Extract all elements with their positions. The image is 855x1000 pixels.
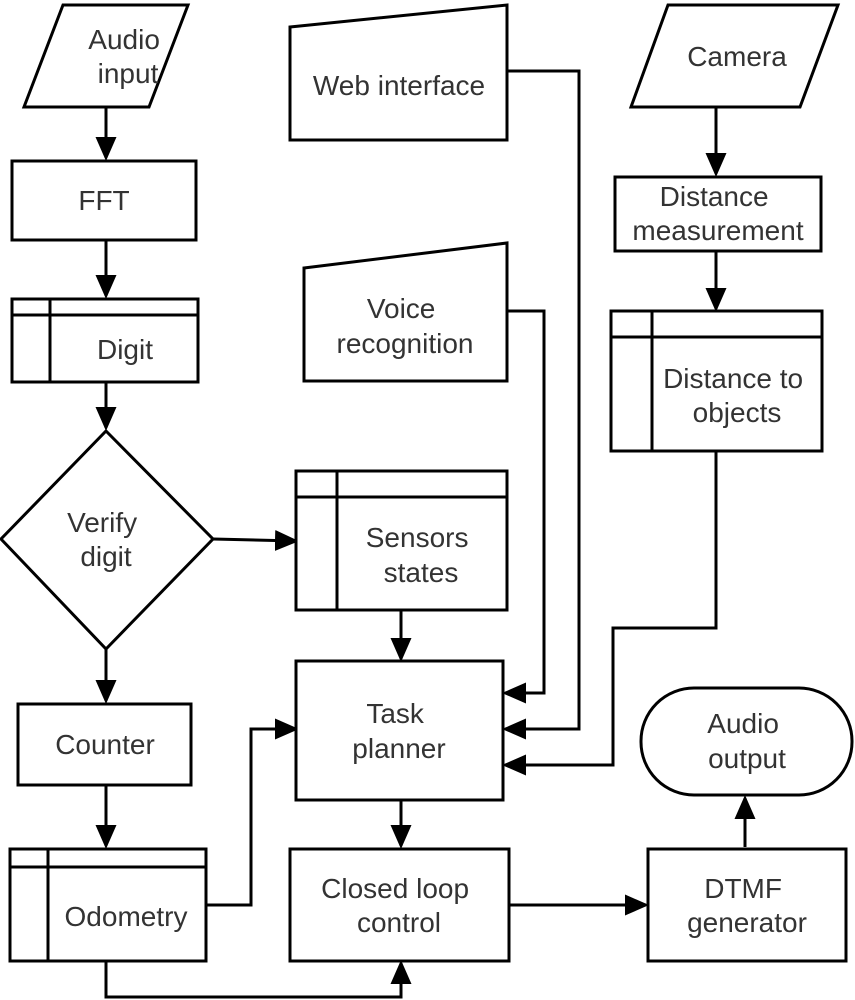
edge-web-interface-to-task-planner (502, 69, 581, 740)
node-label: Audio input (88, 24, 167, 89)
node-label: Odometry (65, 901, 188, 932)
node-label: Audio output (707, 708, 786, 774)
node-audio-input: Audio input (21, 3, 191, 109)
node-counter: Counter (16, 702, 193, 787)
node-label: Distance to objects (663, 363, 811, 428)
node-label: Closed loop control (321, 873, 477, 938)
node-sensors-states: Sensors states (294, 469, 509, 612)
node-label: Task planner (352, 698, 445, 764)
node-voice-recognition: Voice recognition (302, 241, 509, 383)
node-odometry: Odometry (8, 847, 208, 963)
node-label: FFT (78, 185, 129, 216)
node-audio-output: Audio output (639, 686, 854, 797)
node-label: Counter (55, 729, 155, 760)
node-fft: FFT (10, 159, 198, 242)
node-label: Voice recognition (337, 293, 474, 359)
node-label: Sensors states (366, 522, 477, 588)
node-dtmf-generator: DTMF generator (646, 847, 848, 963)
node-digit: Digit (10, 297, 200, 384)
node-web-interface: Web interface (288, 3, 509, 142)
node-camera: Camera (628, 3, 841, 109)
node-label: Camera (687, 41, 787, 72)
edge-voice-recognition-to-task-planner (502, 309, 546, 704)
edge-odometry-to-closed-loop-control (104, 960, 412, 999)
node-task-planner: Task planner (294, 659, 505, 802)
edges (95, 69, 756, 999)
node-distance-measurement: Distance measurement (613, 175, 823, 253)
node-distance-to-objects: Distance to objects (609, 309, 824, 453)
edge-odometry-to-task-planner (206, 718, 299, 907)
edge-verify-digit-to-sensors-states (212, 529, 299, 551)
node-label: Verify digit (67, 507, 145, 572)
node-closed-loop-control: Closed loop control (288, 847, 511, 963)
node-verify-digit: Verify digit (0, 428, 216, 652)
node-label: Web interface (313, 70, 485, 101)
node-label: Digit (97, 334, 153, 365)
node-label: DTMF generator (687, 873, 807, 938)
node-label: Distance measurement (632, 181, 803, 246)
edge-distance-to-objects-to-task-planner (502, 451, 718, 776)
